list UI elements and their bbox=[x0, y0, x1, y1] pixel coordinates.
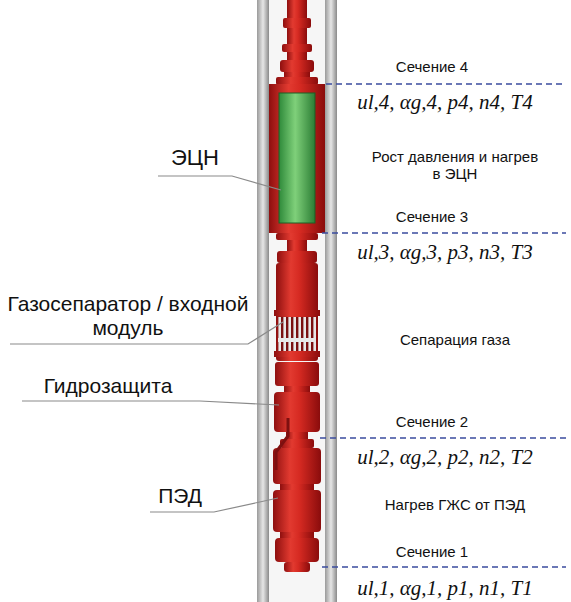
coupling bbox=[282, 44, 312, 52]
section-parameters: ul,1, αg,1, p1, n1, T1 bbox=[357, 576, 533, 600]
coupling bbox=[277, 251, 317, 263]
section-label: Сечение 3 bbox=[396, 208, 468, 225]
motor-ring bbox=[280, 484, 314, 490]
tubing bbox=[287, 0, 307, 62]
process-note: Рост давления и нагрев в ЭЦН bbox=[370, 148, 540, 183]
section-line bbox=[322, 566, 566, 568]
coupling bbox=[283, 18, 311, 28]
motor bbox=[273, 448, 321, 484]
part-name: Гидрозащита bbox=[44, 374, 173, 398]
part-name: ПЭД bbox=[158, 484, 202, 508]
motor bbox=[273, 490, 321, 532]
section-parameters: ul,3, αg,3, p3, n3, T3 bbox=[357, 240, 533, 264]
casing-wall bbox=[257, 0, 269, 602]
intake-ring bbox=[274, 351, 320, 357]
part-name: Газосепаратор / входной модуль bbox=[6, 292, 251, 340]
intake-ring bbox=[274, 310, 320, 316]
process-note: Сепарация газа bbox=[400, 331, 510, 348]
part-name: ЭЦН bbox=[171, 145, 219, 170]
pump-head bbox=[276, 77, 318, 85]
protector-neck bbox=[284, 386, 310, 392]
section-label: Сечение 2 bbox=[396, 413, 468, 430]
section-line bbox=[326, 83, 566, 85]
motor bbox=[275, 538, 319, 562]
protector bbox=[275, 362, 319, 386]
protector bbox=[274, 392, 320, 432]
section-label: Сечение 1 bbox=[396, 543, 468, 560]
leader-line bbox=[22, 401, 279, 405]
intake-grille bbox=[278, 317, 316, 351]
process-note: Нагрев ГЖС от ПЭД bbox=[385, 496, 526, 513]
coupling bbox=[276, 233, 318, 240]
pump-head bbox=[280, 60, 314, 72]
leader-line bbox=[158, 176, 281, 190]
shaft-neck bbox=[287, 240, 307, 252]
pump-body bbox=[269, 84, 325, 233]
motor-ring bbox=[280, 532, 314, 538]
section-parameters: ul,2, αg,2, p2, n2, T2 bbox=[357, 445, 533, 469]
casing-bore bbox=[269, 0, 325, 602]
section-line bbox=[322, 232, 566, 234]
section-line bbox=[320, 437, 566, 439]
pump-stages bbox=[279, 93, 315, 223]
casing-wall bbox=[325, 0, 337, 602]
section-label: Сечение 4 bbox=[396, 58, 468, 75]
section-parameters: ul,4, αg,4, p4, n4, T4 bbox=[357, 90, 533, 114]
motor-base bbox=[284, 562, 310, 572]
power-cable bbox=[276, 418, 288, 470]
